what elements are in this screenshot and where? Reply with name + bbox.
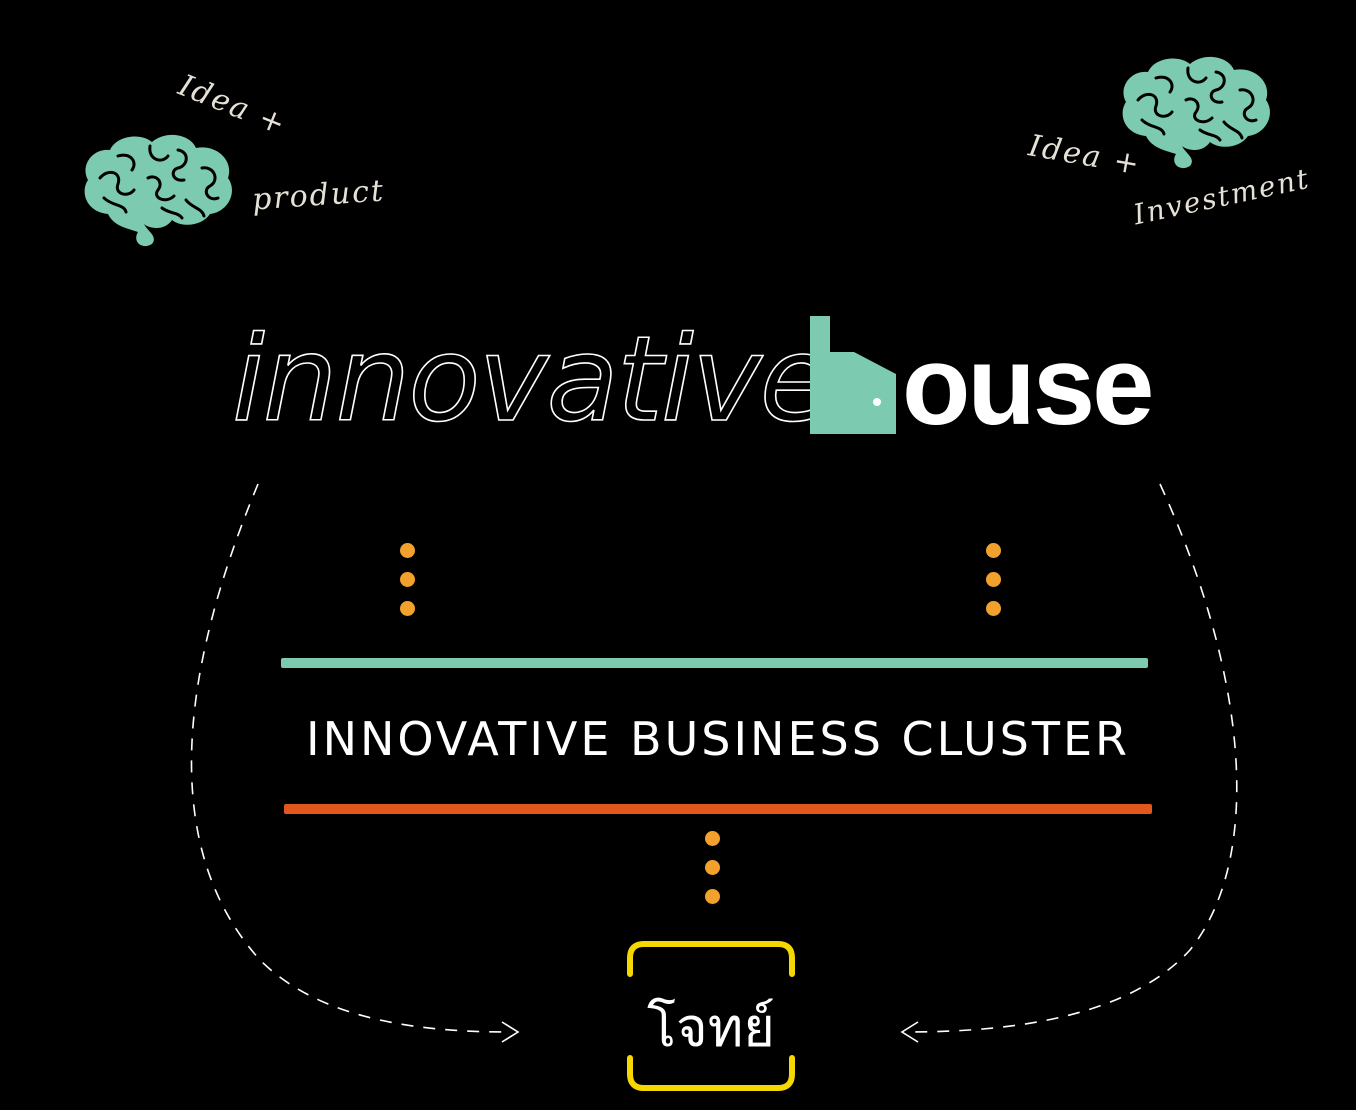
dots-left xyxy=(400,543,416,630)
right-arrowhead xyxy=(900,1021,919,1043)
dot xyxy=(705,831,720,846)
orange-divider-bar xyxy=(284,804,1152,814)
brand-label: โจทย์ xyxy=(647,996,775,1059)
house-h-icon xyxy=(810,316,896,438)
bracket-frame xyxy=(627,941,795,1091)
brand-box: โจทย์ xyxy=(626,940,796,1092)
dot xyxy=(705,860,720,875)
dots-center xyxy=(705,831,721,918)
left-arrowhead xyxy=(501,1021,520,1043)
left-dashed-arrow xyxy=(190,483,509,1033)
dots-right xyxy=(986,543,1002,630)
dot xyxy=(986,601,1001,616)
dot xyxy=(705,889,720,904)
dot xyxy=(400,543,415,558)
dot xyxy=(400,601,415,616)
dot xyxy=(986,572,1001,587)
right-dashed-arrow xyxy=(905,483,1238,1033)
dot xyxy=(986,543,1001,558)
brain-left xyxy=(78,128,238,248)
brain-icon xyxy=(1122,56,1270,169)
dot xyxy=(400,572,415,587)
mint-divider-bar xyxy=(281,658,1148,668)
brain-right xyxy=(1116,50,1276,170)
cluster-label: INNOVATIVE BUSINESS CLUSTER xyxy=(306,712,1130,766)
logo-word-ouse: ouse xyxy=(902,323,1154,448)
brain-icon xyxy=(84,134,232,247)
logo-word-innovative: innovative xyxy=(231,310,833,448)
